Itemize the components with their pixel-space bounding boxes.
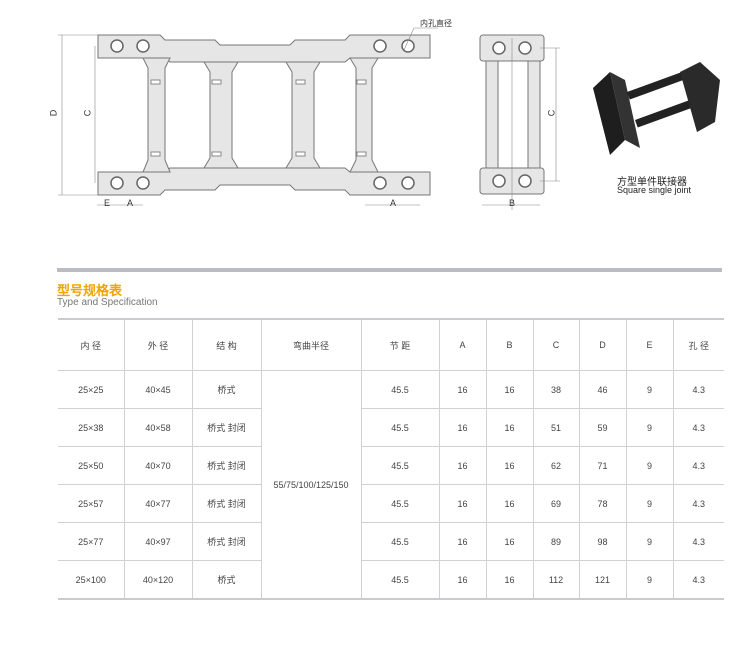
dim-c-label-side: C bbox=[546, 109, 557, 117]
table-cell: 51 bbox=[532, 408, 580, 447]
table-cell: 4.3 bbox=[672, 484, 724, 523]
table-cell: 9 bbox=[625, 522, 674, 561]
table-cell: 9 bbox=[625, 560, 674, 600]
dim-b-label: B bbox=[509, 198, 516, 208]
table-cell: 98 bbox=[578, 522, 627, 561]
table-cell: 桥式 bbox=[191, 370, 262, 409]
header-cell: A bbox=[438, 318, 487, 371]
table-cell: 16 bbox=[438, 560, 487, 600]
table-cell: 25×50 bbox=[58, 446, 125, 485]
table-cell: 40×70 bbox=[123, 446, 193, 485]
table-cell: 25×25 bbox=[58, 370, 125, 409]
table-cell: 25×100 bbox=[58, 560, 125, 600]
table-cell: 89 bbox=[532, 522, 580, 561]
table-cell: 59 bbox=[578, 408, 627, 447]
table-cell: 112 bbox=[532, 560, 580, 600]
table-cell: 25×57 bbox=[58, 484, 125, 523]
header-cell: 结 构 bbox=[191, 318, 262, 371]
header-cell: 孔 径 bbox=[672, 318, 724, 371]
header-cell: 节 距 bbox=[360, 318, 440, 371]
table-cell: 4.3 bbox=[672, 370, 724, 409]
table-cell: 9 bbox=[625, 408, 674, 447]
header-cell: B bbox=[485, 318, 534, 371]
chain-drawing bbox=[58, 27, 560, 210]
table-cell: 桥式 封闭 bbox=[191, 522, 262, 561]
table-cell: 16 bbox=[438, 408, 487, 447]
table-cell: 45.5 bbox=[360, 560, 440, 600]
table-cell: 25×77 bbox=[58, 522, 125, 561]
bend-radius-cell: 55/75/100/125/150 bbox=[260, 370, 362, 600]
header-cell: 外 径 bbox=[123, 318, 193, 371]
table-cell: 40×58 bbox=[123, 408, 193, 447]
table-cell: 16 bbox=[438, 370, 487, 409]
square-joint-image bbox=[593, 62, 720, 155]
table-cell: 45.5 bbox=[360, 446, 440, 485]
dim-a-label-right: A bbox=[390, 198, 397, 208]
table-cell: 45.5 bbox=[360, 522, 440, 561]
table-cell: 16 bbox=[438, 484, 487, 523]
table-cell: 71 bbox=[578, 446, 627, 485]
section-title-cn: 型号规格表 bbox=[57, 284, 123, 299]
hole-diameter-label: 内孔直径 bbox=[420, 19, 452, 28]
table-cell: 16 bbox=[485, 560, 534, 600]
table-cell: 4.3 bbox=[672, 522, 724, 561]
table-cell: 桥式 封闭 bbox=[191, 446, 262, 485]
table-cell: 9 bbox=[625, 446, 674, 485]
header-cell: 内 径 bbox=[58, 318, 125, 371]
header-cell: 弯曲半径 bbox=[260, 318, 362, 371]
table-cell: 62 bbox=[532, 446, 580, 485]
table-cell: 16 bbox=[485, 408, 534, 447]
table-cell: 45.5 bbox=[360, 484, 440, 523]
table-cell: 40×77 bbox=[123, 484, 193, 523]
section-title-en: Type and Specification bbox=[57, 297, 158, 308]
dim-a-label: A bbox=[127, 198, 134, 208]
table-cell: 16 bbox=[485, 446, 534, 485]
table-cell: 16 bbox=[438, 446, 487, 485]
table-cell: 45.5 bbox=[360, 408, 440, 447]
table-cell: 16 bbox=[485, 522, 534, 561]
table-cell: 4.3 bbox=[672, 408, 724, 447]
table-cell: 38 bbox=[532, 370, 580, 409]
dim-e-label: E bbox=[104, 198, 111, 208]
table-cell: 4.3 bbox=[672, 446, 724, 485]
table-cell: 40×45 bbox=[123, 370, 193, 409]
table-cell: 45.5 bbox=[360, 370, 440, 409]
header-cell: D bbox=[578, 318, 627, 371]
dim-c-label: C bbox=[82, 109, 93, 117]
table-cell: 40×97 bbox=[123, 522, 193, 561]
table-cell: 桥式 封闭 bbox=[191, 484, 262, 523]
table-cell: 9 bbox=[625, 484, 674, 523]
joint-caption-cn: 方型单件联接器 bbox=[617, 177, 687, 188]
table-cell: 69 bbox=[532, 484, 580, 523]
table-cell: 16 bbox=[485, 484, 534, 523]
table-cell: 121 bbox=[578, 560, 627, 600]
table-cell: 40×120 bbox=[123, 560, 193, 600]
joint-caption-en: Square single joint bbox=[617, 185, 692, 195]
header-cell: C bbox=[532, 318, 580, 371]
dim-d-label: D bbox=[48, 109, 59, 117]
table-cell: 桥式 bbox=[191, 560, 262, 600]
table-cell: 4.3 bbox=[672, 560, 724, 600]
table-cell: 16 bbox=[485, 370, 534, 409]
table-cell: 9 bbox=[625, 370, 674, 409]
table-cell: 46 bbox=[578, 370, 627, 409]
table-cell: 桥式 封闭 bbox=[191, 408, 262, 447]
header-cell: E bbox=[625, 318, 674, 371]
section-divider bbox=[57, 268, 722, 272]
table-cell: 25×38 bbox=[58, 408, 125, 447]
table-cell: 16 bbox=[438, 522, 487, 561]
table-cell: 78 bbox=[578, 484, 627, 523]
